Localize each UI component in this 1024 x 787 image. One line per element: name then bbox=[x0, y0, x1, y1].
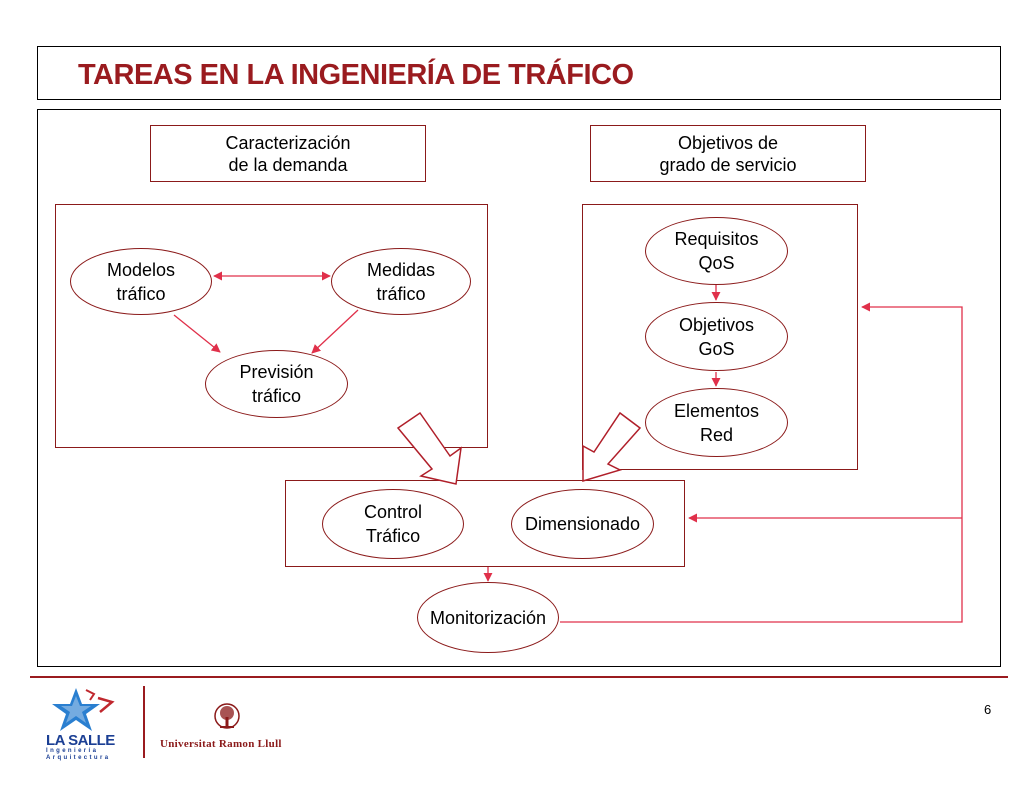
right-block-arrow bbox=[582, 411, 642, 483]
lasalle-logo: LA SALLE Ingeniería Arquitectura bbox=[46, 684, 136, 764]
monitorizacion-node: Monitorización bbox=[417, 582, 559, 653]
modelos-prevision-arrow bbox=[173, 314, 221, 353]
title-box: TAREAS EN LA INGENIERÍA DE TRÁFICO bbox=[37, 46, 1001, 100]
lasalle-wordmark: LA SALLE bbox=[46, 732, 115, 749]
page-number: 6 bbox=[984, 702, 992, 717]
slide-title: TAREAS EN LA INGENIERÍA DE TRÁFICO bbox=[78, 59, 634, 91]
urll-wordmark: Universitat Ramon Llull bbox=[160, 738, 282, 750]
objetivos-gos-node: Objetivos GoS bbox=[645, 302, 788, 371]
modelos-trafico-node: Modelos tráfico bbox=[70, 248, 212, 315]
star-icon bbox=[52, 688, 115, 731]
lasalle-sub-architecture: Arquitectura bbox=[46, 755, 111, 761]
feedback-to-service-arrow bbox=[560, 302, 963, 623]
tree-seal-icon bbox=[214, 703, 240, 729]
lasalle-sub-engineering: Ingeniería bbox=[46, 748, 99, 754]
control-group-box bbox=[285, 480, 685, 567]
prevision-trafico-node: Previsión tráfico bbox=[205, 350, 348, 418]
medidas-trafico-node: Medidas tráfico bbox=[331, 248, 471, 315]
demand-characterization-header: Caracterización de la demanda bbox=[150, 125, 426, 182]
diagram-frame bbox=[37, 109, 1001, 667]
demand-group-box bbox=[55, 204, 488, 448]
service-objectives-header: Objetivos de grado de servicio bbox=[590, 125, 866, 182]
left-block-arrow bbox=[396, 411, 462, 485]
control-trafico-node: Control Tráfico bbox=[322, 489, 464, 559]
dimensionado-node: Dimensionado bbox=[511, 489, 654, 559]
elementos-red-node: Elementos Red bbox=[645, 388, 788, 457]
footer-divider bbox=[30, 676, 1008, 678]
service-group-box bbox=[582, 204, 858, 470]
requisitos-qos-node: Requisitos QoS bbox=[645, 217, 788, 285]
logo-separator bbox=[143, 686, 145, 758]
medidas-prevision-arrow bbox=[311, 309, 359, 354]
